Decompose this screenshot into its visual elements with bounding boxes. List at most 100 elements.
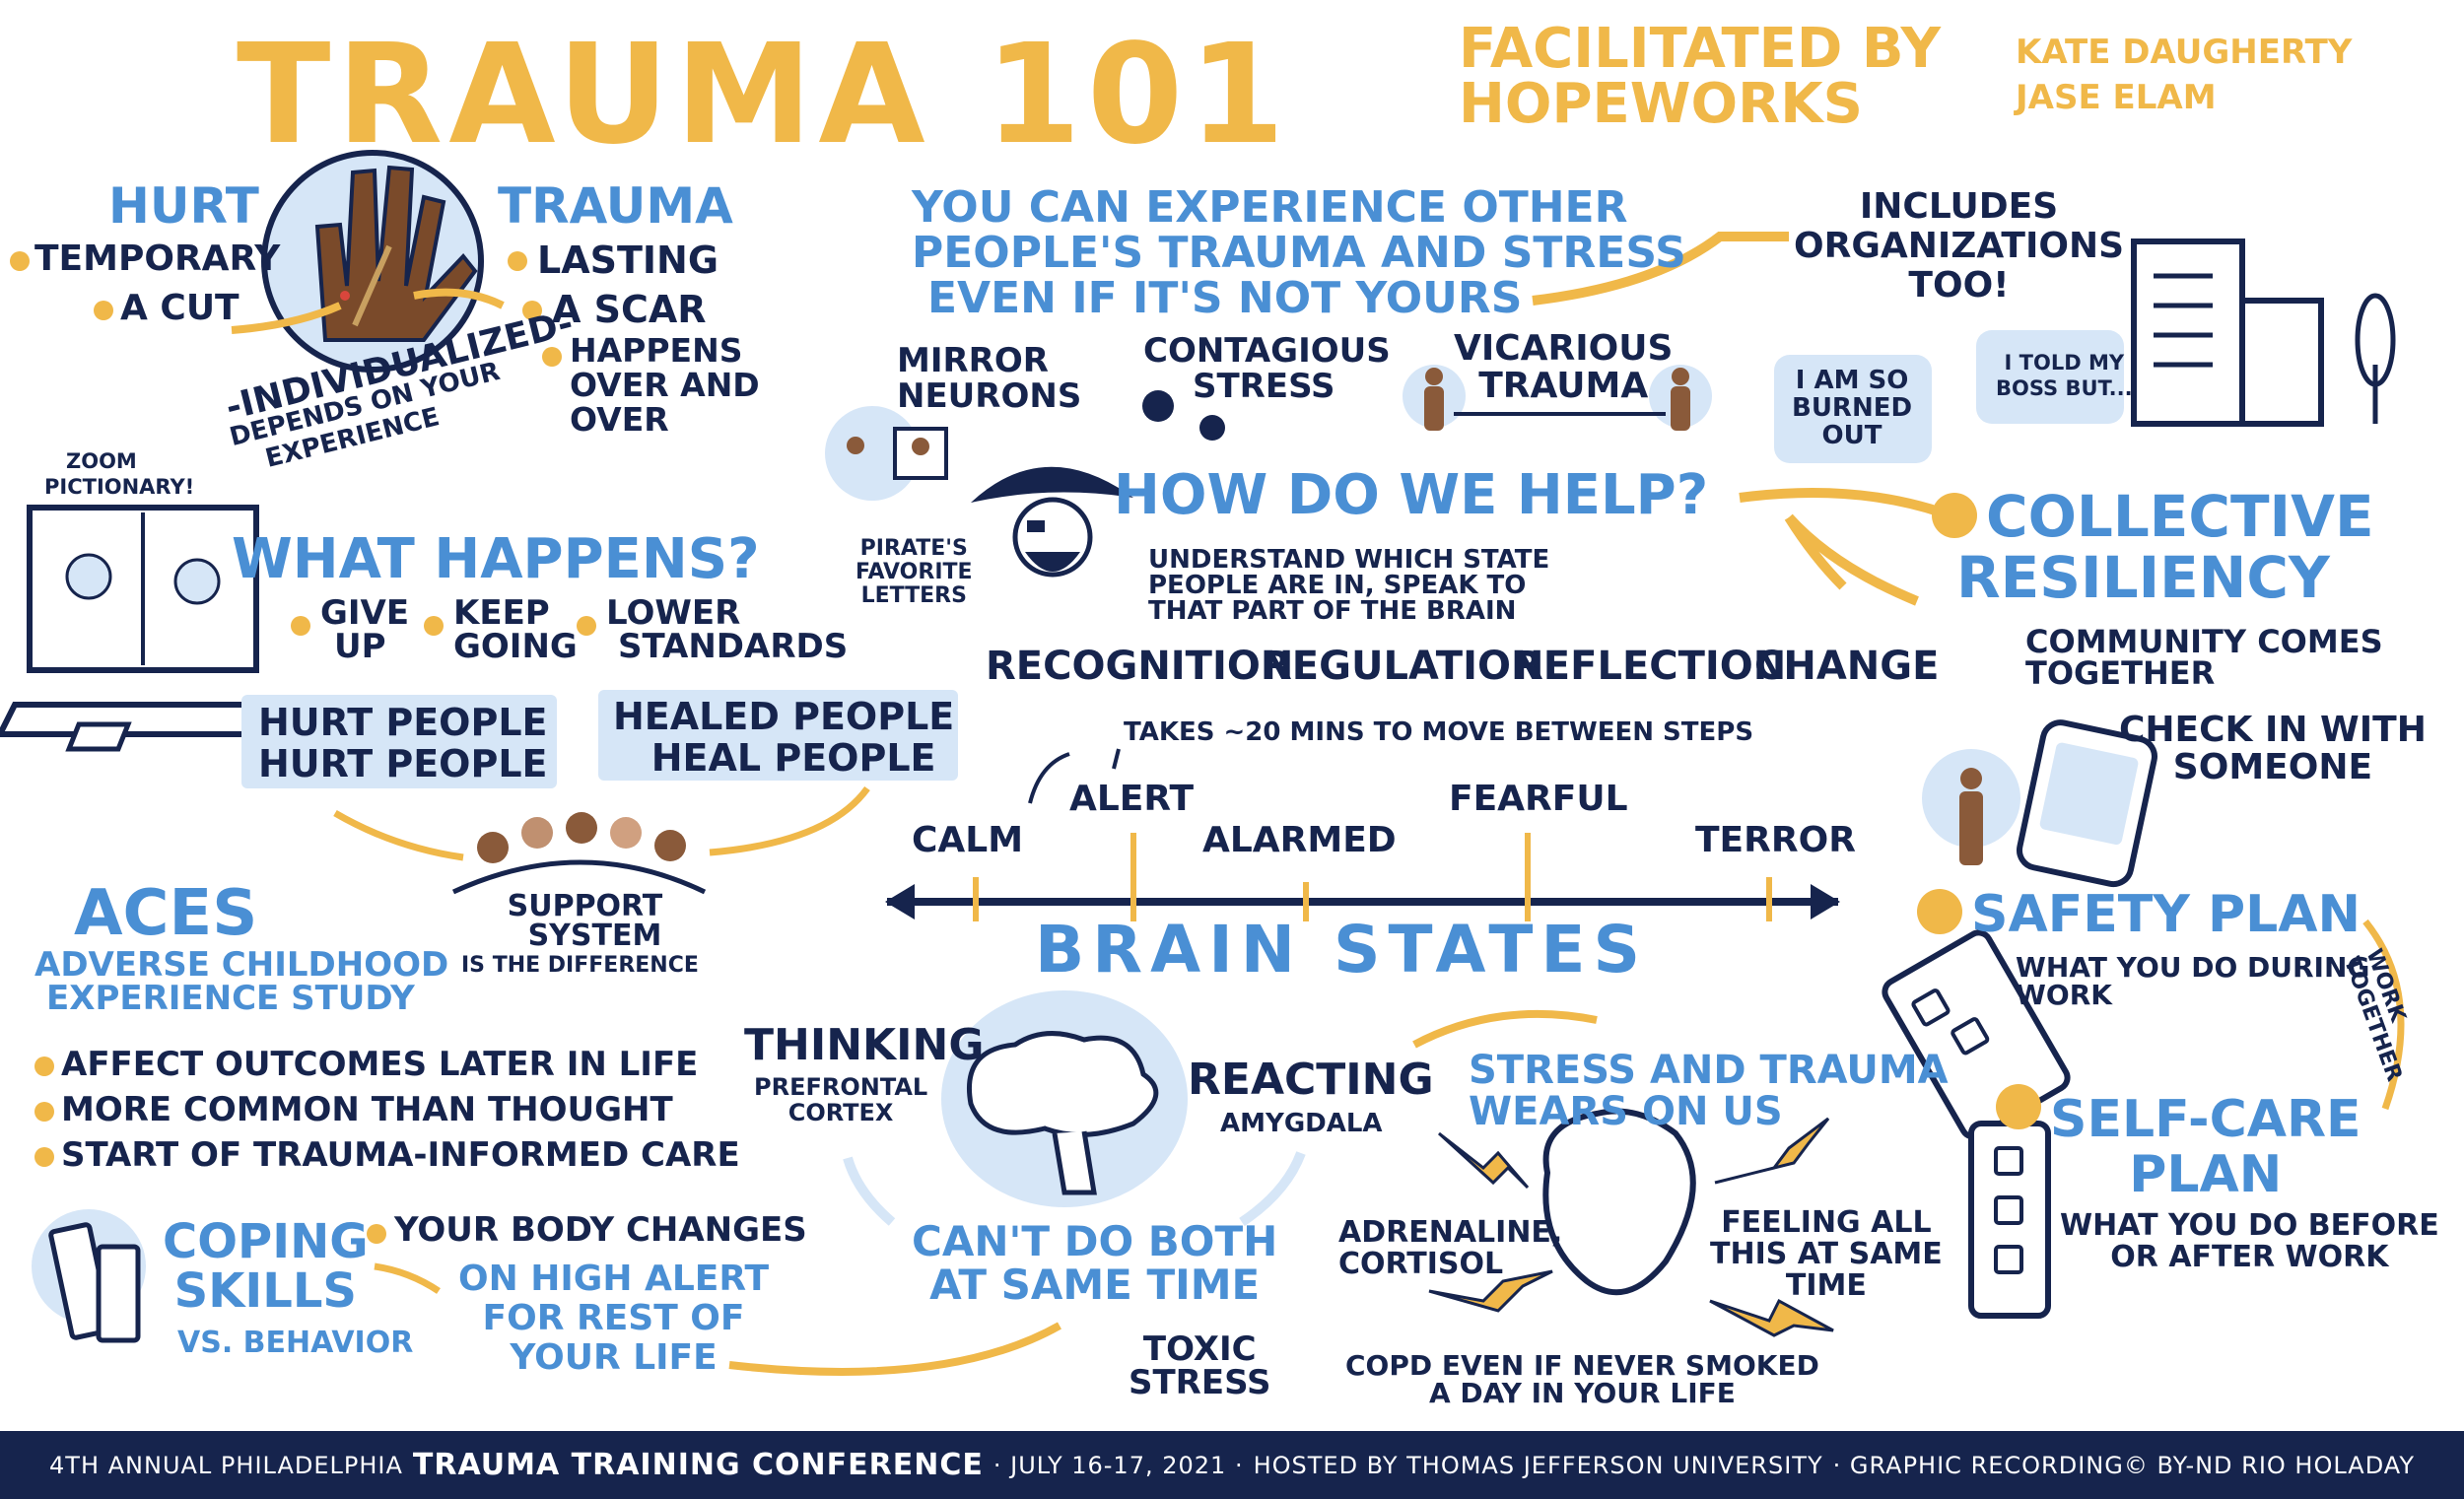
footer-date: · JULY 16-17, 2021 ·: [992, 1451, 1244, 1479]
contagious-stress-label: CONTAGIOUS STRESS: [1143, 333, 1391, 404]
body-changes-label: YOUR BODY CHANGES: [394, 1210, 807, 1250]
support-arrow-left: [333, 809, 464, 861]
happens-line-3: OVER: [570, 400, 669, 439]
lower-line-1: LOWER: [606, 593, 741, 633]
hurt-item-temporary: TEMPORARY: [34, 238, 281, 279]
burned-out-bubble: [1774, 355, 1932, 463]
hurt-people-text: HURT PEOPLE HURT PEOPLE: [258, 702, 548, 784]
includes-arrow: [1532, 232, 1789, 306]
bullet: [508, 251, 527, 271]
thinking-label: THINKING: [744, 1020, 985, 1070]
burned-line-1: I AM SO: [1795, 366, 1909, 395]
includes-line-2: ORGANIZATIONS: [1794, 226, 2125, 266]
bullet: [424, 616, 444, 636]
bullet: [34, 1102, 54, 1122]
state-fearful: FEARFUL: [1449, 779, 1628, 819]
boss-line-2: BOSS BUT...: [1996, 376, 2133, 400]
help-arrow-down: [1785, 513, 1919, 606]
pirate-icon: [971, 466, 1133, 578]
heart-icon: [1542, 1108, 1696, 1296]
page-title: TRAUMA 101: [237, 15, 1291, 175]
footer-credit: · GRAPHIC RECORDING© BY-ND RIO HOLADAY: [1832, 1451, 2415, 1479]
brain-arrow-right: [1239, 1151, 1306, 1227]
give-line-2: UP: [334, 627, 386, 666]
aces-subtitle: ADVERSE CHILDHOOD EXPERIENCE STUDY: [34, 948, 448, 1015]
coping-line-1: COPING: [163, 1214, 369, 1269]
help-arrow-down-short: [1784, 514, 1847, 590]
understand-line-1: UNDERSTAND WHICH STATE: [1148, 545, 1550, 575]
feeling-line-3: TIME: [1785, 1268, 1867, 1303]
hurt-arrow: [231, 302, 342, 334]
other-trauma-text: YOU CAN EXPERIENCE OTHER PEOPLE'S TRAUMA…: [912, 185, 1686, 321]
state-alert: ALERT: [1069, 779, 1195, 819]
burned-out-text: I AM SO BURNED OUT: [1792, 367, 1912, 449]
adrenaline-line-1: ADRENALINE,: [1338, 1215, 1563, 1250]
self-care-desc-line-2: OR AFTER WORK: [2110, 1240, 2389, 1274]
bullet: [94, 301, 113, 320]
buildings-icon: [2131, 238, 2396, 427]
hurt-people-box: [241, 695, 557, 788]
contagious-line-2: STRESS: [1193, 367, 1335, 406]
boss-text: I TOLD MY BOSS BUT...: [1996, 350, 2133, 401]
aces-subtitle-line-1: ADVERSE CHILDHOOD: [34, 945, 449, 985]
footer-conference: TRAUMA TRAINING CONFERENCE: [412, 1448, 984, 1482]
other-trauma-line-2: PEOPLE'S TRAUMA AND STRESS: [912, 228, 1686, 278]
bullet: [34, 1147, 54, 1167]
coping-heading: COPING SKILLS: [163, 1217, 369, 1316]
high-alert-label: ON HIGH ALERT FOR REST OF YOUR LIFE: [458, 1260, 769, 1378]
safety-plan-desc: WHAT YOU DO DURING WORK: [2016, 954, 2369, 1009]
step-change: CHANGE: [1754, 644, 1940, 689]
feeling-all-label: FEELING ALL THIS AT SAME TIME: [1710, 1207, 1943, 1302]
happens-line-1: HAPPENS: [570, 331, 743, 370]
includes-line-1: INCLUDES: [1859, 186, 2059, 227]
lower-line-2: STANDARDS: [618, 627, 849, 666]
mirror-neurons-icon: [825, 406, 948, 501]
safety-desc-line-1: WHAT YOU DO DURING: [2016, 951, 2370, 984]
boss-bubble: [1976, 330, 2124, 424]
trauma-item-lasting: LASTING: [537, 238, 719, 282]
hurt-people-line-1: HURT PEOPLE: [258, 701, 548, 744]
lower-standards-item: LOWER STANDARDS: [606, 596, 848, 663]
self-care-dot: [1996, 1084, 2041, 1129]
toxic-line-1: TOXIC: [1142, 1329, 1257, 1369]
collective-resiliency-heading: COLLECTIVE RESILIENCY: [1956, 486, 2374, 608]
prefrontal-line-1: PREFRONTAL: [754, 1073, 928, 1101]
hurt-heading: HURT: [108, 177, 259, 235]
healed-people-text: HEALED PEOPLE HEAL PEOPLE: [613, 696, 954, 779]
give-line-1: GIVE: [320, 593, 410, 633]
help-arrow-right: [1739, 488, 1944, 517]
safety-plan-dot: [1917, 889, 1962, 934]
pirate-line-1: PIRATE'S: [859, 536, 968, 561]
state-terror: TERROR: [1695, 820, 1856, 860]
burned-line-2: BURNED: [1792, 393, 1913, 423]
vicarious-line-1: VICARIOUS: [1454, 328, 1674, 369]
self-care-desc-line-1: WHAT YOU DO BEFORE: [2060, 1208, 2439, 1243]
community-line-2: TOGETHER: [2025, 654, 2216, 692]
cant-do-both-label: CAN'T DO BOTH AT SAME TIME: [912, 1220, 1277, 1307]
aces-item-2: MORE COMMON THAN THOUGHT: [61, 1090, 673, 1129]
brain-states-heading: BRAIN STATES: [1035, 912, 1649, 988]
other-trauma-line-3: EVEN IF IT'S NOT YOURS: [927, 273, 1523, 323]
zoom-line-1: ZOOM: [66, 449, 137, 473]
keep-going-item: KEEP GOING: [453, 596, 578, 663]
high-alert-line-1: ON HIGH ALERT: [458, 1259, 770, 1299]
bullet: [291, 616, 310, 636]
prefrontal-label: PREFRONTAL CORTEX: [754, 1074, 927, 1125]
feeling-line-1: FEELING ALL: [1721, 1205, 1932, 1240]
bullet: [542, 347, 562, 367]
check-line-1: CHECK IN WITH: [2119, 710, 2427, 750]
community-label: COMMUNITY COMES TOGETHER: [2025, 626, 2383, 689]
person-phone-icon: [1922, 719, 2157, 888]
support-line-2: SYSTEM: [527, 919, 662, 953]
germs-icon: [1142, 390, 1225, 441]
trauma-heading: TRAUMA: [498, 177, 733, 235]
pirate-line-2: FAVORITE: [856, 560, 973, 584]
facilitator-jase: JASE ELAM: [2016, 78, 2217, 117]
stress-line-2: WEARS ON US: [1469, 1089, 1783, 1134]
keep-line-2: GOING: [453, 627, 578, 666]
takes-twenty-mins: TAKES ~20 MINS TO MOVE BETWEEN STEPS: [1124, 717, 1754, 747]
facilitated-by: FACILITATED BY HOPEWORKS: [1459, 22, 1941, 132]
what-happens-heading: WHAT HAPPENS?: [232, 527, 760, 591]
aces-item-1: AFFECT OUTCOMES LATER IN LIFE: [61, 1045, 699, 1084]
how-do-we-help-heading: HOW DO WE HELP?: [1114, 463, 1709, 527]
